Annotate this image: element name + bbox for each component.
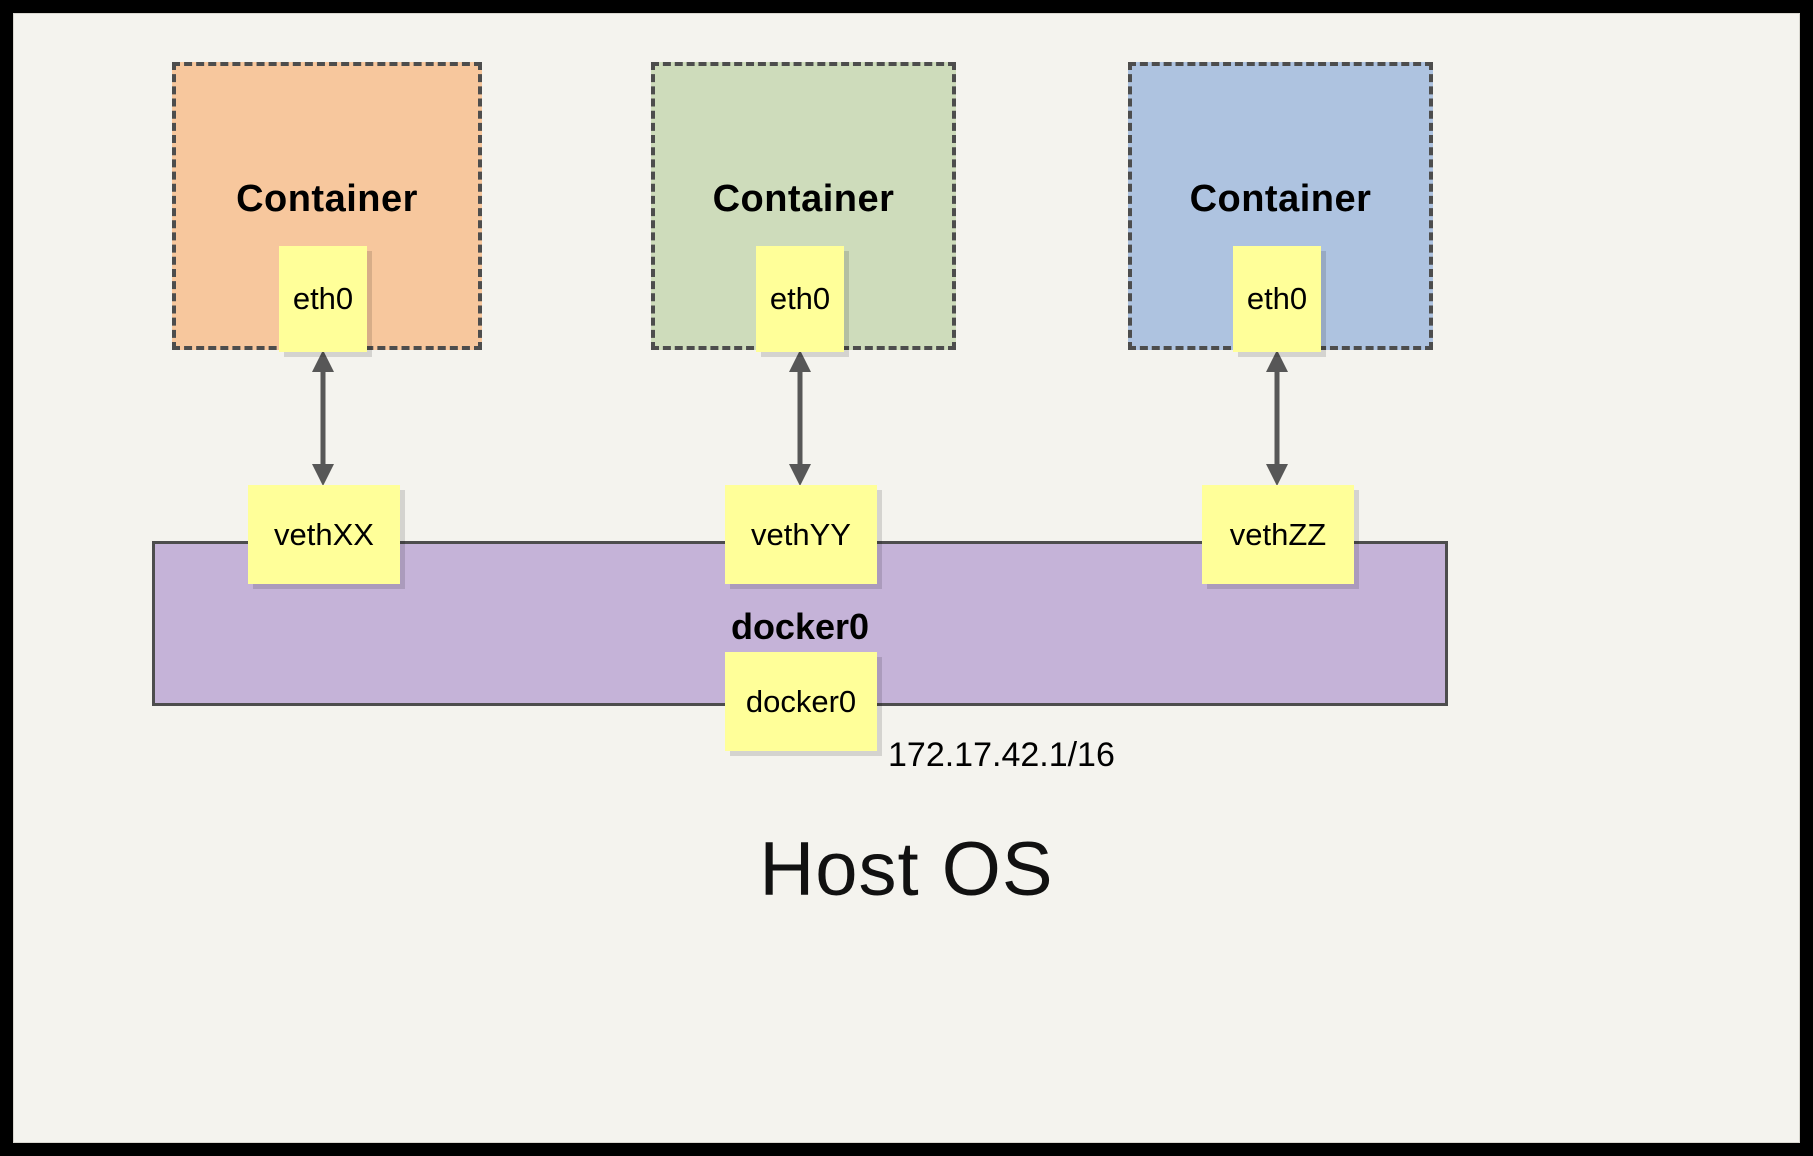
- link-arrow-3: [1266, 350, 1288, 486]
- container-label-2: Container: [712, 178, 895, 220]
- docker0-bridge-label: docker0: [730, 606, 870, 647]
- link-arrow-2: [789, 350, 811, 486]
- veth-label-2: vethYY: [751, 516, 851, 552]
- veth-box-3: vethZZ: [1202, 485, 1354, 584]
- diagram-canvas: Container eth0 vethXX Container eth0 v: [13, 13, 1800, 1143]
- docker0-interface-label: docker0: [745, 683, 857, 719]
- eth0-label-2: eth0: [769, 281, 831, 316]
- docker0-ip-label: 172.17.42.1/16: [888, 736, 1115, 774]
- container-label-3: Container: [1189, 178, 1372, 220]
- veth-box-1: vethXX: [248, 485, 400, 584]
- host-os-label: Host OS: [759, 827, 1054, 912]
- eth0-box-1: eth0: [279, 246, 367, 352]
- container-label-1: Container: [236, 178, 418, 220]
- container-box-3: Container: [1128, 62, 1433, 350]
- veth-label-3: vethZZ: [1229, 516, 1327, 552]
- veth-label-1: vethXX: [274, 516, 374, 552]
- eth0-box-2: eth0: [756, 246, 844, 352]
- eth0-label-1: eth0: [292, 281, 354, 316]
- veth-box-2: vethYY: [725, 485, 877, 584]
- link-arrow-1: [312, 350, 334, 486]
- eth0-box-3: eth0: [1233, 246, 1321, 352]
- docker0-interface-box: docker0: [725, 652, 877, 751]
- eth0-label-3: eth0: [1246, 281, 1308, 316]
